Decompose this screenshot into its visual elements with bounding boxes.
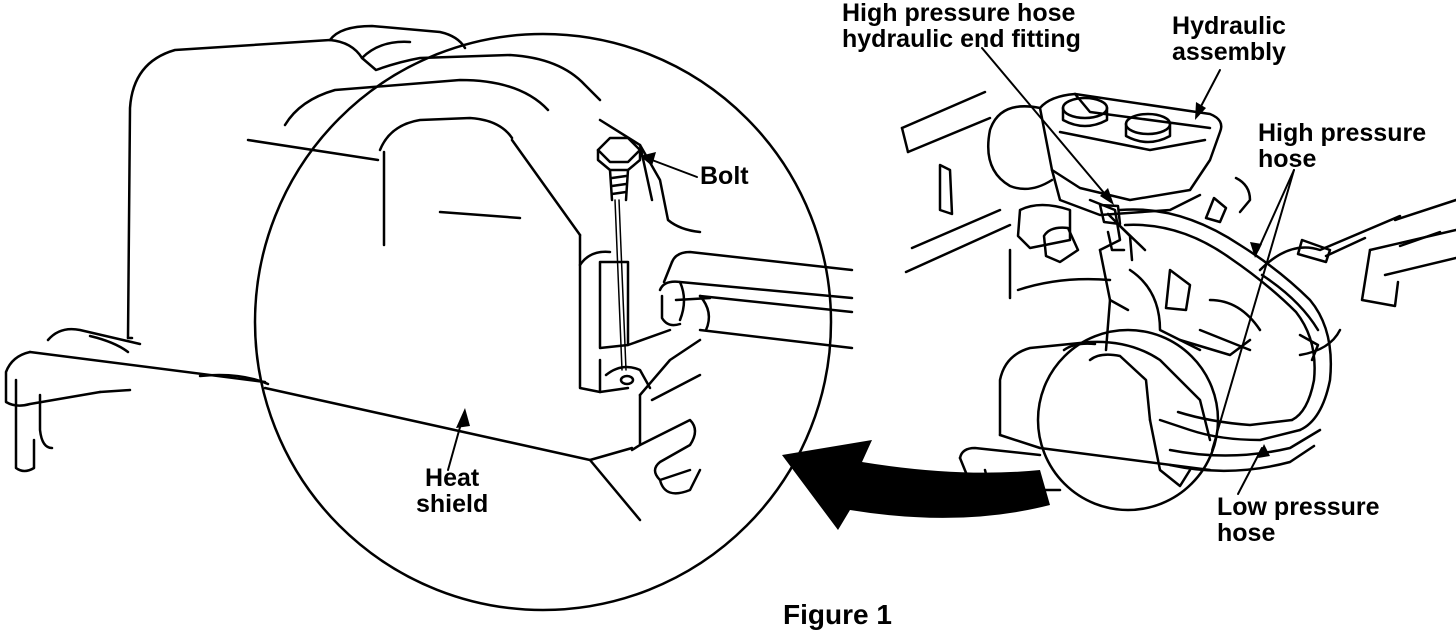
label-low-pressure-hose: Low pressure hose — [1217, 493, 1380, 547]
label-hydraulic-assembly: Hydraulic assembly — [1172, 12, 1286, 66]
label-high-pressure-hose: High pressure hose — [1258, 119, 1427, 173]
leader-arrowheads — [456, 102, 1270, 458]
engine-bay-overview — [900, 47, 1456, 512]
label-high-pressure-hose-fitting: High pressure hose hydraulic end fitting — [842, 0, 1081, 53]
zoom-arrow — [782, 440, 1050, 530]
label-bolt: Bolt — [700, 162, 749, 190]
label-heat-shield: Heat shield — [416, 464, 489, 518]
figure-caption: Figure 1 — [783, 599, 892, 630]
heat-shield-enlarged-view — [4, 24, 854, 612]
